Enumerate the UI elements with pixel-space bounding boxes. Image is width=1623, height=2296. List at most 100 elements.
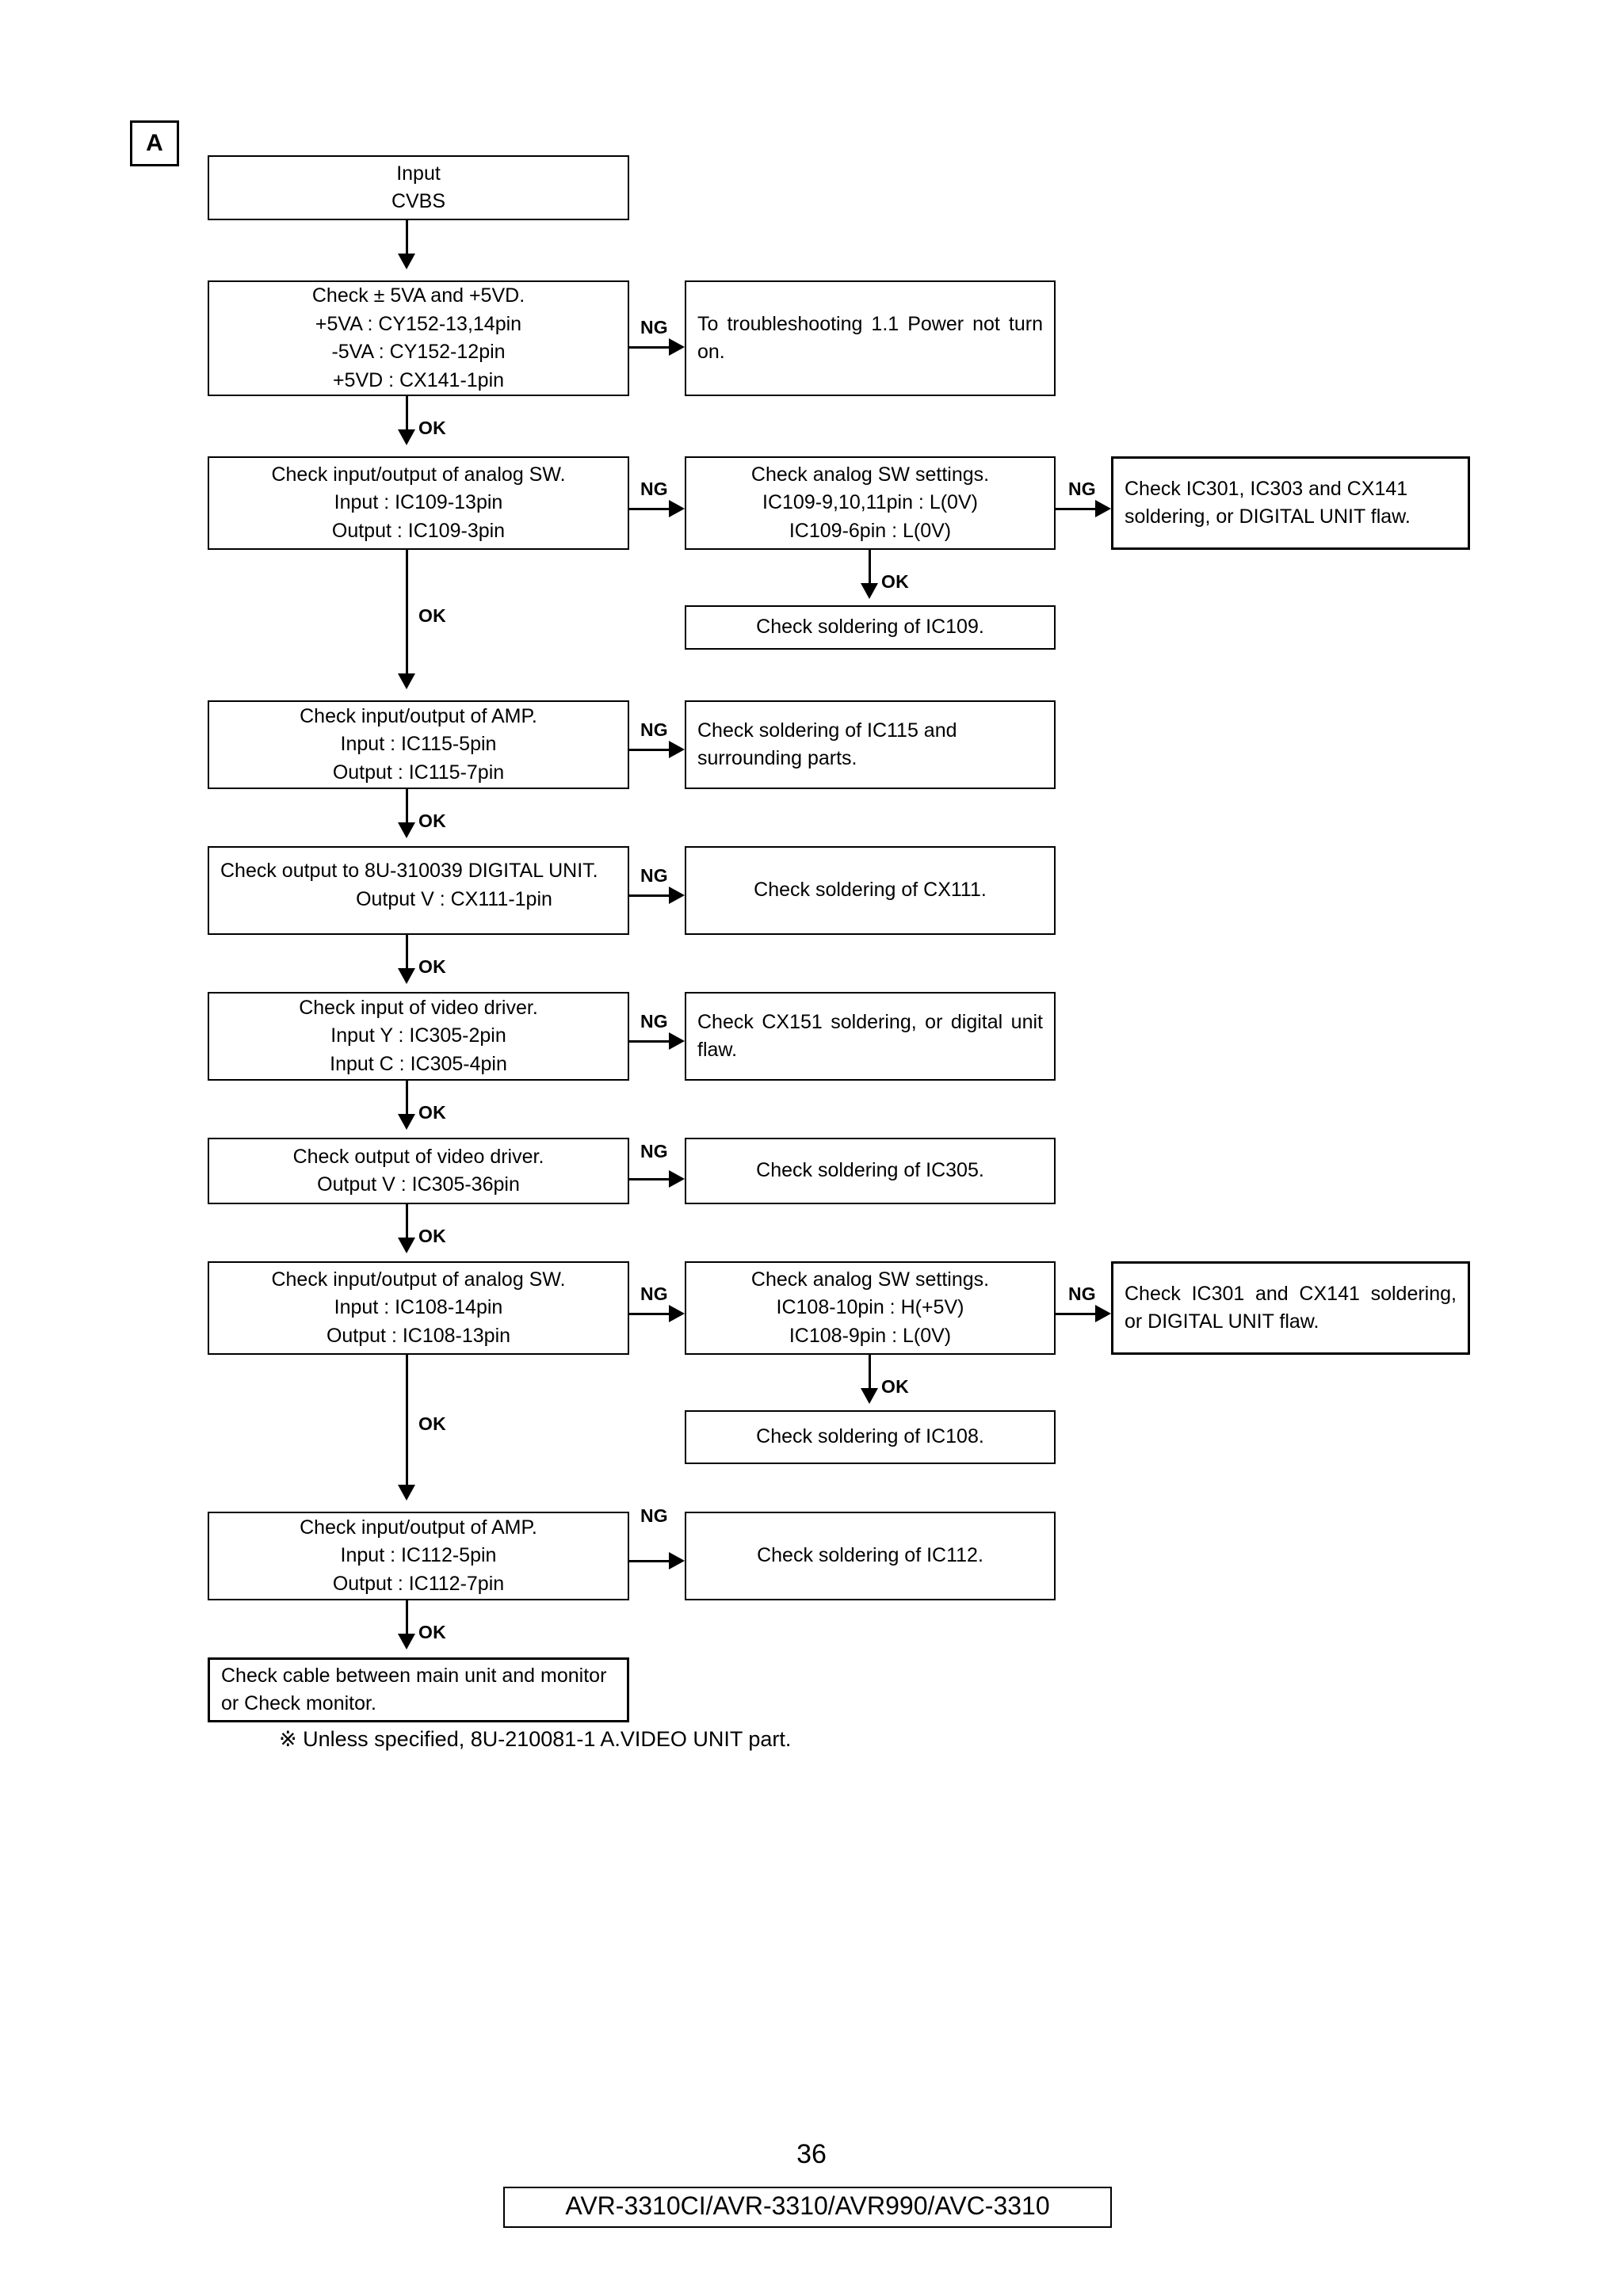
edge-label-ng-amp112: NG [640,1505,668,1526]
model-line: AVR-3310CI/AVR-3310/AVR990/AVC-3310 [503,2187,1112,2228]
node-solder-ic115: Check soldering of IC115 and surrounding… [685,700,1056,789]
node-solder-ic112-text: Check soldering of IC112. [757,1544,983,1567]
edge-label-ok-sw108: OK [418,1413,446,1434]
arrowhead-amp112-ok [398,1634,415,1650]
connector-swsettings109-ok [869,550,871,585]
node-check-sw-109-line-2: Output : IC109-3pin [331,519,506,542]
arrowhead-digitalunit-ng [669,887,685,904]
node-check-digital-unit-out-line-1: Output V : CX111-1pin [356,887,552,910]
edge-label-ng-sw108: NG [640,1283,668,1304]
arrowhead-digitalunit-ok [398,968,415,984]
arrowhead-sw108-ng [669,1305,685,1322]
node-ic301-cx141-text: Check IC301 and CX141 soldering, or DIGI… [1125,1282,1457,1333]
node-check-power-line-3: +5VD : CX141-1pin [332,368,505,391]
node-check-video-driver-out-line-0: Check output of video driver. [292,1145,544,1168]
node-power-ng: To troubleshooting 1.1 Power not turn on… [685,280,1056,396]
arrowhead-power-ok [398,429,415,445]
arrowhead-videodriverin-ng [669,1032,685,1050]
node-power-ng-text: To troubleshooting 1.1 Power not turn on… [697,312,1043,364]
edge-label-ok-sw109: OK [418,605,446,626]
node-check-amp-115-line-2: Output : IC115-7pin [332,761,505,784]
connector-amp112-ok [406,1600,408,1635]
node-check-video-driver-in-line-0: Check input of video driver. [299,996,538,1019]
node-solder-ic108: Check soldering of IC108. [685,1410,1056,1464]
node-ic301-cx141: Check IC301 and CX141 soldering, or DIGI… [1111,1261,1470,1355]
node-check-power-line-1: +5VA : CY152-13,14pin [315,312,522,335]
edge-label-ng-sw109: NG [640,479,668,499]
node-cx151-ng: Check CX151 soldering, or digital unit f… [685,992,1056,1081]
connector-amp115-ng [629,749,670,751]
connector-videodriverin-ok [406,1081,408,1116]
section-marker-a: A [130,120,179,166]
edge-label-ok-videodriverin: OK [418,1102,446,1123]
node-ic301-303-cx141: Check IC301, IC303 and CX141 soldering, … [1111,456,1470,550]
node-check-amp-112-line-0: Check input/output of AMP. [300,1516,537,1539]
connector-swsettings108-ok [869,1355,871,1390]
edge-label-ok-videodriverout: OK [418,1226,446,1246]
node-sw-settings-109-line-1: IC109-9,10,11pin : L(0V) [762,491,978,514]
connector-videodriverout-ok [406,1204,408,1239]
connector-videodriverin-ng [629,1040,670,1043]
node-check-sw-109-line-0: Check input/output of analog SW. [271,463,566,486]
arrowhead-swsettings108-ng [1095,1305,1111,1322]
arrowhead-sw109-ng [669,500,685,517]
connector-digitalunit-ok [406,935,408,970]
connector-sw109-ok [406,550,408,675]
node-check-sw-109-line-1: Input : IC109-13pin [334,491,503,514]
arrowhead-sw109-ok [398,673,415,689]
node-ic301-303-cx141-text: Check IC301, IC303 and CX141 soldering, … [1125,477,1411,528]
node-solder-ic109: Check soldering of IC109. [685,605,1056,650]
node-check-digital-unit-out: Check output to 8U-310039 DIGITAL UNIT. … [208,846,629,935]
connector-digitalunit-ng [629,894,670,897]
node-check-power-line-2: -5VA : CY152-12pin [331,341,506,363]
edge-label-ng-videodriverin: NG [640,1011,668,1032]
node-check-power-line-0: Check ± 5VA and +5VD. [311,284,525,307]
node-check-video-driver-out-line-1: Output V : IC305-36pin [317,1173,520,1196]
node-check-video-driver-in: Check input of video driver. Input Y : I… [208,992,629,1081]
node-sw-settings-109-line-0: Check analog SW settings. [750,463,990,486]
node-check-amp-115: Check input/output of AMP. Input : IC115… [208,700,629,789]
node-check-video-driver-in-line-1: Input Y : IC305-2pin [330,1024,506,1047]
connector-power-ng [629,346,670,349]
node-sw-settings-108-line-0: Check analog SW settings. [750,1268,990,1291]
arrowhead-power-ng [669,338,685,356]
connector-swsettings108-ng [1056,1313,1097,1315]
node-check-power: Check ± 5VA and +5VD. +5VA : CY152-13,14… [208,280,629,396]
connector-videodriverout-ng [629,1178,670,1180]
edge-label-ng-amp115: NG [640,719,668,740]
connector-sw108-ok [406,1355,408,1486]
node-sw-settings-108-line-2: IC108-9pin : L(0V) [789,1324,952,1347]
connector-input-to-power [406,220,408,255]
node-input: Input CVBS [208,155,629,220]
arrowhead-input-to-power [398,254,415,269]
node-check-sw-108-line-0: Check input/output of analog SW. [271,1268,566,1291]
node-solder-ic108-text: Check soldering of IC108. [756,1425,984,1448]
node-check-amp-112-line-2: Output : IC112-7pin [332,1572,505,1595]
page-number: 36 [796,2139,827,2169]
edge-label-ok-swsettings108: OK [881,1376,909,1397]
node-check-amp-115-line-1: Input : IC115-5pin [340,733,497,756]
node-sw-settings-109: Check analog SW settings. IC109-9,10,11p… [685,456,1056,550]
arrowhead-amp112-ng [669,1552,685,1569]
node-solder-ic305-text: Check soldering of IC305. [756,1159,984,1182]
connector-amp112-ng [629,1560,670,1562]
node-sw-settings-109-line-2: IC109-6pin : L(0V) [789,519,952,542]
arrowhead-videodriverout-ng [669,1170,685,1188]
edge-label-ok-amp112: OK [418,1622,446,1642]
edge-label-ok-swsettings109: OK [881,571,909,592]
node-check-video-driver-out: Check output of video driver. Output V :… [208,1138,629,1204]
node-solder-cx111-text: Check soldering of CX111. [754,879,987,902]
arrowhead-swsettings109-ng [1095,500,1111,517]
connector-sw108-ng [629,1313,670,1315]
node-solder-ic115-text: Check soldering of IC115 and surrounding… [697,719,957,770]
node-check-video-driver-in-line-2: Input C : IC305-4pin [330,1052,507,1075]
edge-label-ng-videodriverout: NG [640,1141,668,1161]
edge-label-ng-digitalunit: NG [640,865,668,886]
arrowhead-amp115-ng [669,741,685,758]
edge-label-ok-power: OK [418,418,446,438]
node-solder-ic109-text: Check soldering of IC109. [756,616,984,639]
edge-label-ng-swsettings109: NG [1068,479,1096,499]
node-check-sw-108-line-2: Output : IC108-13pin [326,1324,511,1347]
connector-power-ok [406,396,408,431]
